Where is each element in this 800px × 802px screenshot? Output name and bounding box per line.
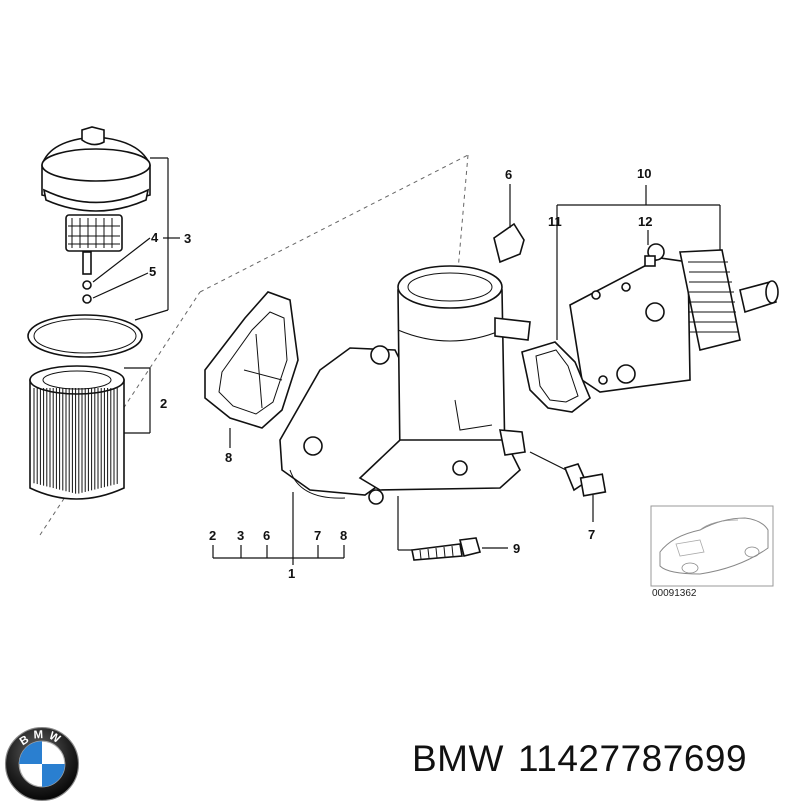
clip-6: [493, 222, 525, 264]
callout-12: 12: [638, 214, 652, 229]
bmw-logo-icon: BMW: [4, 726, 80, 802]
callout-9: 9: [513, 541, 520, 556]
o-ring: [27, 314, 143, 358]
gasket-11: [521, 341, 591, 413]
brand-name: BMW: [412, 738, 504, 779]
callout-labels: 1 2 3 4 5 6 7 8 9 10 11 12 2 3 6 7 8: [149, 166, 652, 581]
gasket-8: [204, 291, 299, 429]
filter-housing: [279, 265, 531, 505]
callout-8: 8: [225, 450, 232, 465]
bolt-9: [411, 537, 481, 561]
callout-row-6: 6: [263, 528, 270, 543]
oil-cooler: [569, 249, 779, 393]
callout-4: 4: [151, 230, 159, 245]
leader-lines: [92, 157, 721, 565]
bolt-12: [644, 243, 665, 267]
sensor-7: [563, 463, 607, 497]
callout-row-3: 3: [237, 528, 244, 543]
callout-6: 6: [505, 167, 512, 182]
callout-row-7: 7: [314, 528, 321, 543]
filter-cap: [41, 126, 151, 304]
part-caption: BMW 11427787699: [412, 738, 747, 780]
car-thumbnail: 00091362: [650, 505, 774, 599]
callout-row-2: 2: [209, 528, 216, 543]
thumbnail-code: 00091362: [652, 588, 697, 599]
callout-1: 1: [288, 566, 295, 581]
callout-3: 3: [184, 231, 191, 246]
filter-element: [29, 365, 125, 500]
callout-row-8: 8: [340, 528, 347, 543]
part-number: 11427787699: [517, 738, 748, 779]
callout-2: 2: [160, 396, 167, 411]
callout-11: 11: [548, 214, 562, 229]
callout-10: 10: [637, 166, 651, 181]
callout-7: 7: [588, 527, 595, 542]
callout-5: 5: [149, 264, 156, 279]
